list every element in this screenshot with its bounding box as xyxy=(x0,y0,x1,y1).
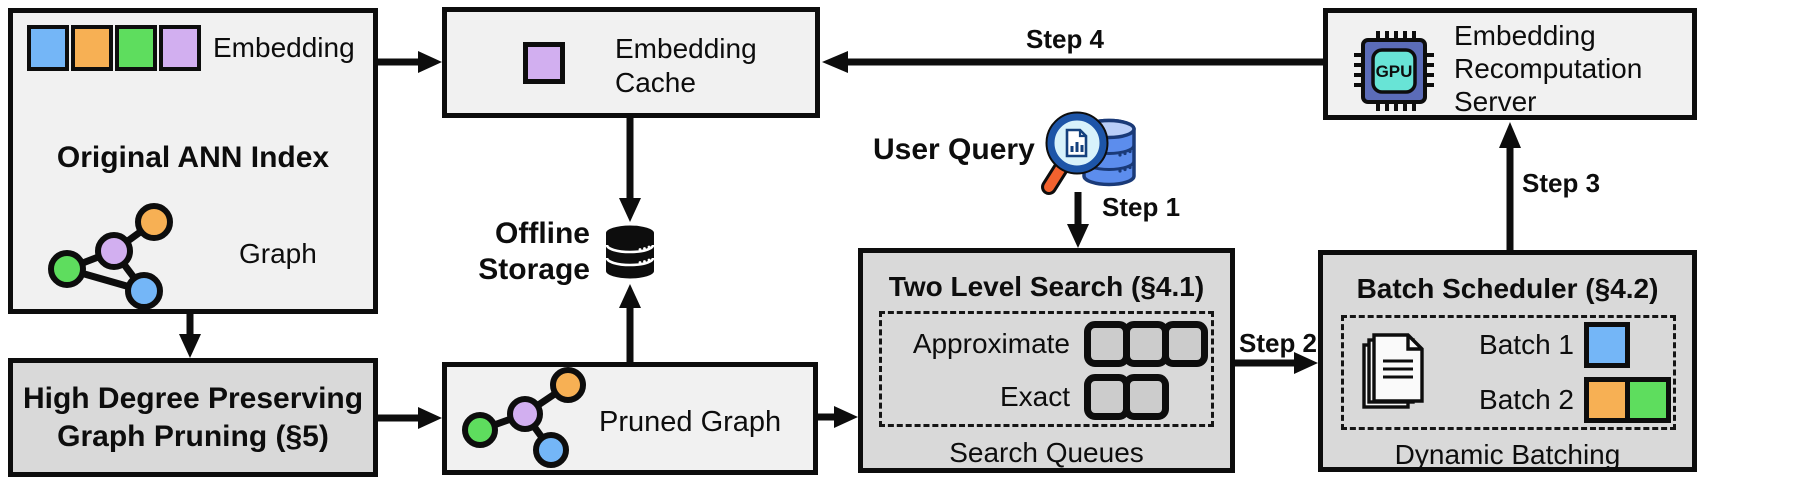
batch-color-square xyxy=(1584,377,1630,423)
search-queues-panel: Approximate Exact xyxy=(879,311,1214,427)
graph-label: Graph xyxy=(239,238,317,269)
embedding-color-square xyxy=(115,25,157,71)
gpu-icon: GPU xyxy=(1354,31,1434,111)
approximate-label: Approximate xyxy=(912,327,1070,359)
original-ann-index-box: Embedding Original ANN Index Graph xyxy=(8,8,378,314)
batch-color-square xyxy=(1625,377,1671,423)
cached-embedding-square xyxy=(523,42,565,84)
approximate-queue-row: Approximate xyxy=(882,317,1211,370)
graph-pruning-box: High Degree Preserving Graph Pruning (§5… xyxy=(8,358,378,477)
step-4-label: Step 4 xyxy=(1025,24,1105,54)
original-graph-icon xyxy=(48,203,173,310)
ann-index-title: Original ANN Index xyxy=(56,141,330,174)
batch-scheduler-box: Batch Scheduler (§4.2) Batch 1 xyxy=(1318,250,1697,472)
batch-1-label: Batch 1 xyxy=(1479,329,1574,360)
embedding-strip xyxy=(27,25,201,71)
two-level-search-box: Two Level Search (§4.1) Approximate Exac… xyxy=(858,248,1235,473)
dynamic-batching-label: Dynamic Batching xyxy=(1394,439,1621,470)
arrow-pruning-to-pruned-graph xyxy=(375,407,442,429)
two-level-search-title: Two Level Search (§4.1) xyxy=(888,271,1205,302)
batch-color-square xyxy=(1584,322,1630,368)
dynamic-batching-panel: Batch 1 Batch 2 xyxy=(1341,315,1676,430)
offline-storage-database-icon xyxy=(605,225,655,279)
queue-slot xyxy=(1123,373,1169,420)
search-queues-label: Search Queues xyxy=(949,437,1144,468)
arrow-ann-to-cache xyxy=(375,51,442,73)
embedding-cache-label: Embedding Cache xyxy=(615,33,757,98)
approximate-queue-slots xyxy=(1084,320,1208,367)
step-3-label: Step 3 xyxy=(1522,168,1601,198)
arrow-cache-to-storage xyxy=(619,115,641,222)
embedding-cache-box: Embedding Cache xyxy=(442,7,820,118)
arrow-pruned-graph-to-search xyxy=(815,406,858,428)
pruned-graph-icon xyxy=(462,367,586,468)
user-query-label: User Query xyxy=(873,133,1035,166)
recomputation-server-label: Embedding Recomputation Server xyxy=(1454,20,1643,117)
user-query-icon xyxy=(1041,111,1136,195)
arrow-pruned-graph-to-storage xyxy=(619,284,641,365)
embedding-label: Embedding xyxy=(213,32,355,63)
embedding-color-square xyxy=(159,25,201,71)
queue-slot xyxy=(1162,320,1208,367)
pruned-graph-label: Pruned Graph xyxy=(599,406,782,438)
gpu-icon-label: GPU xyxy=(1376,62,1413,81)
embedding-color-square xyxy=(27,25,69,71)
batch-2-label: Batch 2 xyxy=(1479,384,1574,415)
batch-scheduler-title: Batch Scheduler (§4.2) xyxy=(1356,273,1659,304)
arrow-ann-to-pruning xyxy=(179,311,201,358)
batch-2-row: Batch 2 xyxy=(1432,377,1671,423)
graph-pruning-title: High Degree Preserving Graph Pruning (§5… xyxy=(22,381,364,453)
exact-queue-slots xyxy=(1084,373,1169,420)
embedding-color-square xyxy=(71,25,113,71)
offline-storage-label: Offline Storage xyxy=(478,217,590,286)
pruned-graph-box: Pruned Graph xyxy=(442,362,818,475)
batch-1-squares xyxy=(1584,322,1630,368)
step-2-label: Step 2 xyxy=(1238,328,1318,358)
batch-2-squares xyxy=(1584,377,1671,423)
batch-1-row: Batch 1 xyxy=(1432,322,1671,368)
recomputation-server-box: GPU Embedding Recomputation Server xyxy=(1323,8,1697,120)
arrow-step3 xyxy=(1499,122,1521,253)
step-1-label: Step 1 xyxy=(1102,192,1181,222)
exact-queue-row: Exact xyxy=(882,370,1211,423)
exact-label: Exact xyxy=(999,380,1070,412)
documents-icon xyxy=(1362,332,1424,409)
